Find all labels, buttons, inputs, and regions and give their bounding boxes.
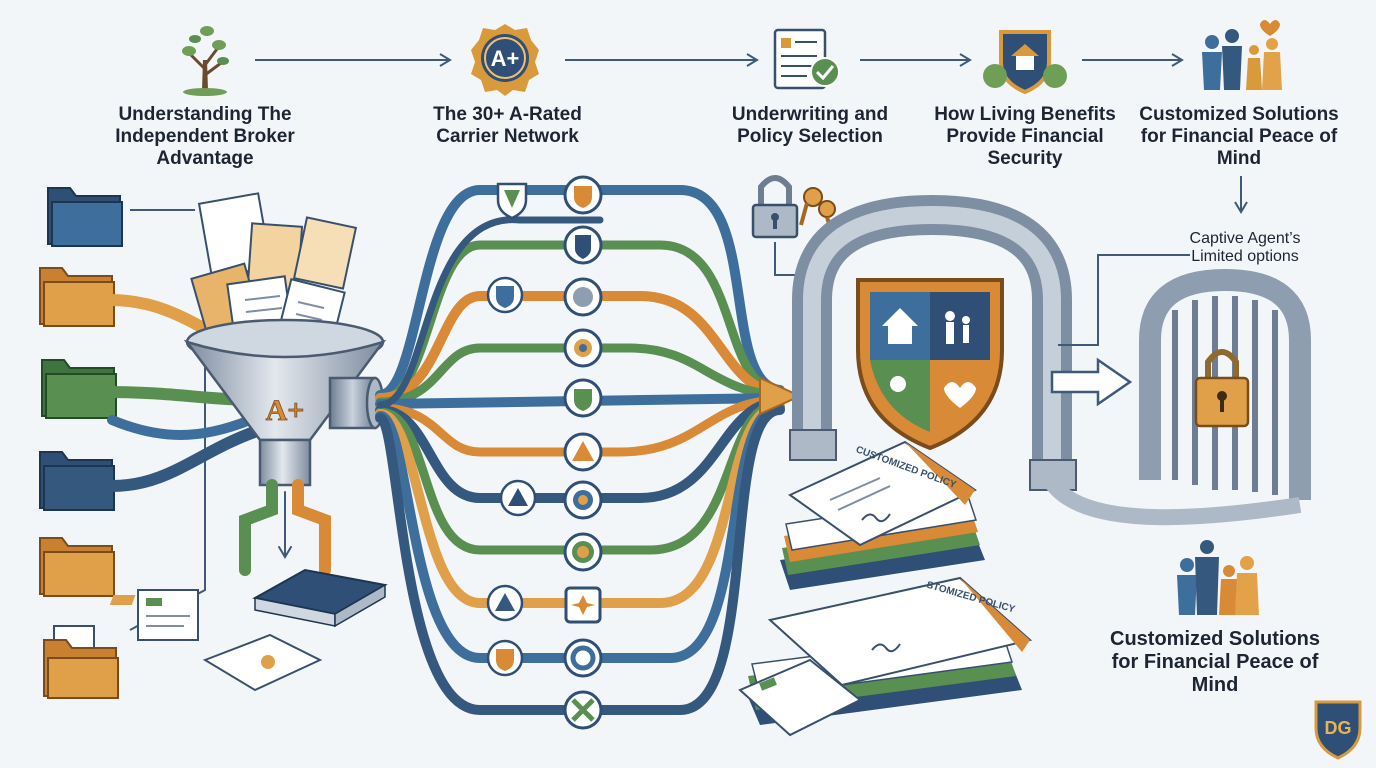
a-rating-badge-icon	[471, 24, 539, 96]
folder-icon	[41, 359, 117, 419]
top-flow-arrows	[255, 53, 1248, 214]
folder-icon	[39, 537, 115, 597]
funnel-icon	[183, 192, 387, 487]
step-2-label: The 30+ A-Rated Carrier Network	[433, 104, 582, 147]
security-gate-arch	[789, 194, 1077, 491]
folder-stack	[39, 187, 123, 699]
bottom-caption: Customized Solutions for Financial Peace…	[1110, 628, 1320, 696]
step-1-label: Understanding The Independent Broker Adv…	[115, 104, 295, 169]
funnel-badge-text: A+	[266, 394, 305, 427]
house-shield-icon	[983, 30, 1067, 95]
family-home-shield-icon	[856, 278, 1004, 451]
carrier-shield-left-column	[486, 182, 537, 677]
folder-connector-lines	[129, 209, 206, 631]
folder-icon	[43, 625, 119, 699]
captive-agent-note: Captive Agent’s Limited options	[1189, 230, 1301, 266]
family-icon-bottom	[1177, 540, 1259, 615]
paper-stack	[137, 589, 323, 692]
folder-icon	[39, 267, 115, 327]
step2-badge-text: A+	[491, 46, 520, 71]
customized-policy-stack-2	[738, 576, 1033, 737]
locked-gate-icon	[1139, 268, 1311, 500]
carrier-streams	[375, 185, 785, 715]
ledger-books	[109, 568, 388, 628]
family-icon	[1202, 20, 1282, 90]
policy-document-icon	[773, 28, 840, 90]
step-5-label: Customized Solutions for Financial Peace…	[1139, 104, 1339, 169]
customized-policy-stack	[780, 440, 985, 590]
funnel-outlets	[239, 479, 331, 576]
folder-icon	[39, 451, 115, 511]
folder-icon	[47, 187, 123, 247]
padlock-keys-icon	[751, 175, 836, 239]
brand-logo-text: DG	[1325, 718, 1352, 738]
brand-logo-icon	[1314, 700, 1362, 760]
step-3-label: Underwriting and Policy Selection	[731, 104, 889, 147]
merge-arrow	[759, 376, 803, 416]
step-4-label: How Living Benefits Provide Financial Se…	[934, 104, 1116, 169]
carrier-badge-column	[563, 175, 603, 730]
tree-icon	[182, 26, 229, 96]
arrow-to-captive	[1050, 357, 1133, 407]
